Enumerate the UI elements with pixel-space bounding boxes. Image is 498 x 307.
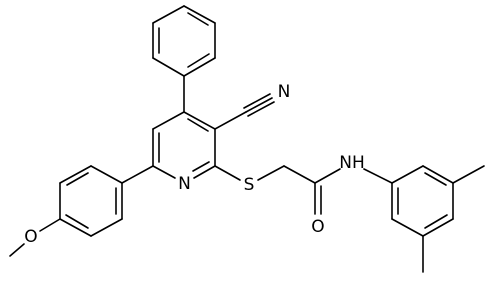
bond-c6-aryl (121, 165, 154, 184)
sulfur-label: S (244, 175, 255, 195)
bond-nh-aryl (363, 168, 393, 184)
atom-labels: N S N O NH O (24, 82, 364, 247)
carbonyl-o-label: O (311, 217, 324, 237)
bond-carbonyl-nh (314, 168, 341, 184)
nitrile-group (214, 93, 275, 130)
bond-c2-s (214, 165, 241, 181)
bond-s-ch2 (257, 165, 285, 181)
bond-ch2-carbonyl (283, 165, 316, 184)
carbonyl-bond (314, 182, 322, 215)
pyridine-n-label: N (178, 174, 191, 194)
nitrile-n-label: N (278, 82, 291, 102)
phenyl-ring-top (152, 5, 216, 77)
methoxy-o-label: O (24, 227, 37, 247)
dimethylphenyl-ring (391, 165, 485, 273)
pyridine-ring (152, 111, 216, 179)
methoxyphenyl-ring (9, 165, 123, 257)
amide-nh-label: NH (339, 153, 365, 173)
